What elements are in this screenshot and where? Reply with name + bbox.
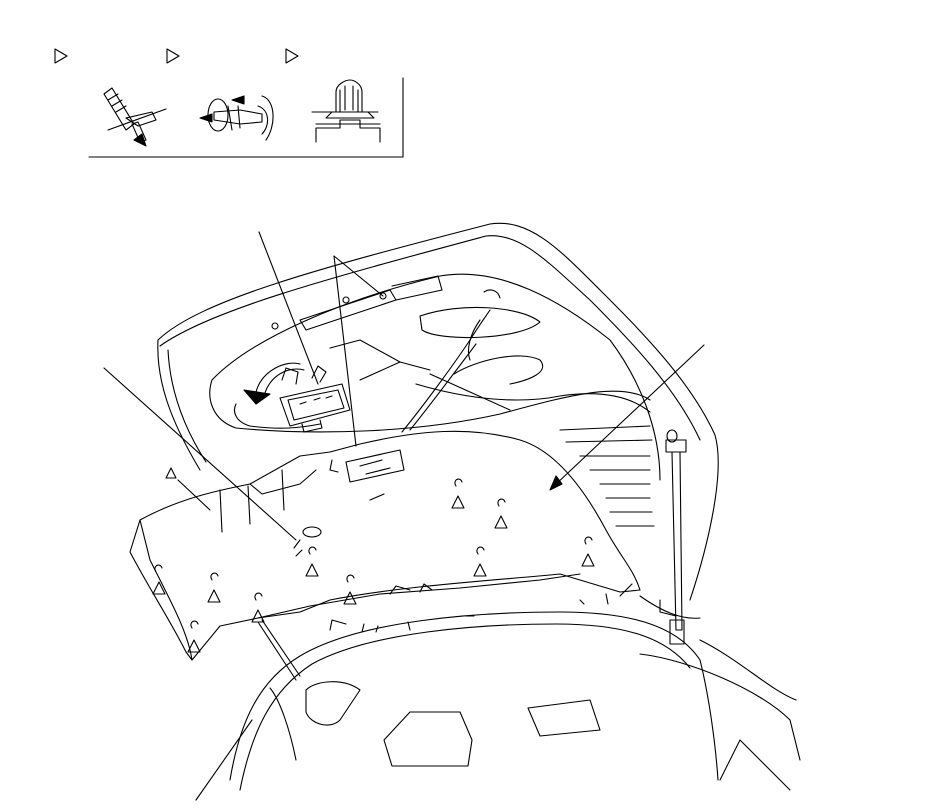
trunk-lid-trim-panel [129,430,641,661]
clip-marker [305,563,319,577]
clip-marker [343,591,357,605]
clip-marker [451,495,465,509]
leader-clip-lower [257,621,297,681]
clip-type-c-marker [285,48,299,64]
gas-strut [665,439,687,631]
leader-trim-arrowhead [549,475,563,491]
clip-marker [165,467,177,479]
clip-push-in-icon [311,79,381,143]
leader-trim [553,344,705,487]
clip-marker [152,581,166,595]
clip-legend [54,48,404,158]
leader-clip [103,367,297,541]
legend-frame [88,77,404,158]
clip-type-a-marker [54,48,68,64]
clip-marker [494,515,508,529]
clip-marker [581,553,595,567]
clip-marker [207,589,221,603]
leader-lamp [258,231,319,385]
leader-body [195,719,253,801]
clip-marker [473,563,487,577]
clip-marker [187,639,201,653]
leader-lines [103,231,705,801]
trunk-body [229,583,801,791]
license-lamp-unit [243,362,351,433]
clip-removal-squeeze-icon [199,95,274,141]
trim-clips [152,467,595,653]
clip-type-b-marker [166,48,180,64]
clip-removal-pry-icon [103,87,167,147]
rotate-arrow [255,362,301,393]
leader-hinge-a [333,255,384,297]
leader-hinge-b [333,255,357,447]
trunk-lid [157,222,719,645]
